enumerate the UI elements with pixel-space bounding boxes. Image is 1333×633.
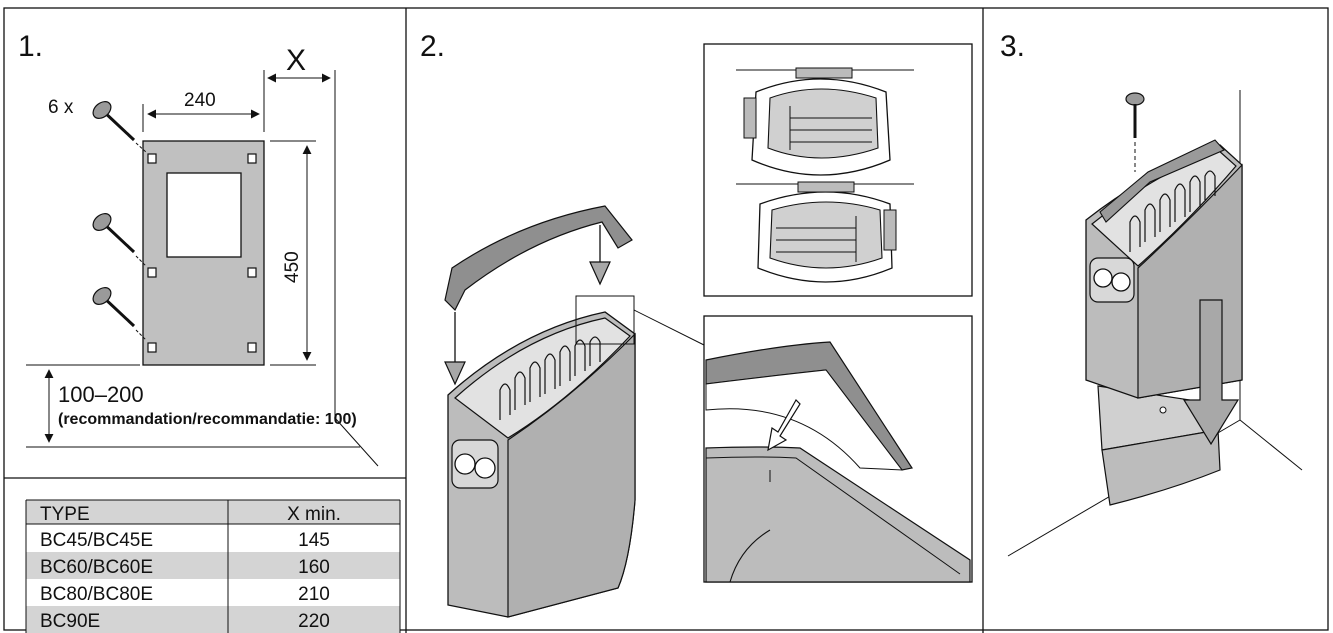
width-dimension-label: 240 — [184, 90, 216, 111]
mounting-plate-window — [166, 172, 242, 258]
panel-1: 1. 6 x — [18, 30, 379, 467]
down-arrow-icon — [589, 225, 611, 286]
panel-3: 3. — [1000, 30, 1303, 557]
table-row-shade — [26, 552, 400, 579]
detail-marker — [575, 295, 635, 345]
down-arrow-icon — [444, 312, 466, 386]
table-row-xmin: 145 — [298, 530, 330, 551]
table-row-type: BC60/BC60E — [40, 557, 153, 578]
table-header-xmin: X min. — [287, 504, 341, 525]
table-row-xmin: 220 — [298, 611, 330, 632]
plate-screw-holes — [147, 153, 257, 353]
knob-icon — [1093, 268, 1113, 288]
table-row-xmin: 160 — [298, 557, 330, 578]
screw-count-label: 6 x — [48, 97, 74, 118]
lid-hook-detail — [705, 341, 971, 583]
table-header-shade — [26, 500, 400, 524]
panel-1-number: 1. — [18, 30, 43, 63]
heating-elements — [499, 336, 601, 420]
table-header-type: TYPE — [40, 504, 90, 525]
floor-distance-label: 100–200 — [58, 382, 144, 407]
panel-2-number: 2. — [420, 30, 445, 63]
heater-top-view-2 — [736, 181, 914, 283]
outer-frame — [3, 7, 1329, 631]
table-row-type: BC45/BC45E — [40, 530, 153, 551]
x-dimension-label: X — [286, 44, 306, 77]
screw-icon — [92, 101, 136, 142]
screw-icon — [1125, 92, 1145, 172]
screw-icon — [92, 287, 136, 328]
table-row-xmin: 210 — [298, 584, 330, 605]
inset-top-view — [703, 43, 973, 297]
table-row-type: BC80/BC80E — [40, 584, 153, 605]
sauna-heater — [447, 311, 636, 618]
panel-2: 2. — [420, 30, 973, 618]
arrow-icon — [767, 399, 801, 452]
floor-distance-note: (recommandation/recommandatie: 100) — [58, 411, 357, 428]
knob-icon — [454, 453, 476, 475]
table-row-type: BC90E — [40, 611, 100, 632]
screw-icon — [92, 213, 136, 254]
x-min-table: TYPE X min. BC45/BC45E 145 BC60/BC60E 16… — [4, 477, 406, 633]
heater-top-view-1 — [736, 67, 914, 176]
floor-wall-line — [334, 417, 379, 467]
knob-icon — [474, 457, 496, 479]
panel-3-number: 3. — [1000, 30, 1025, 63]
table-row-shade — [26, 606, 400, 633]
down-arrow-icon — [1182, 299, 1240, 446]
knob-icon — [1111, 272, 1131, 292]
heater-lid — [444, 205, 633, 312]
height-dimension-label: 450 — [282, 251, 303, 283]
